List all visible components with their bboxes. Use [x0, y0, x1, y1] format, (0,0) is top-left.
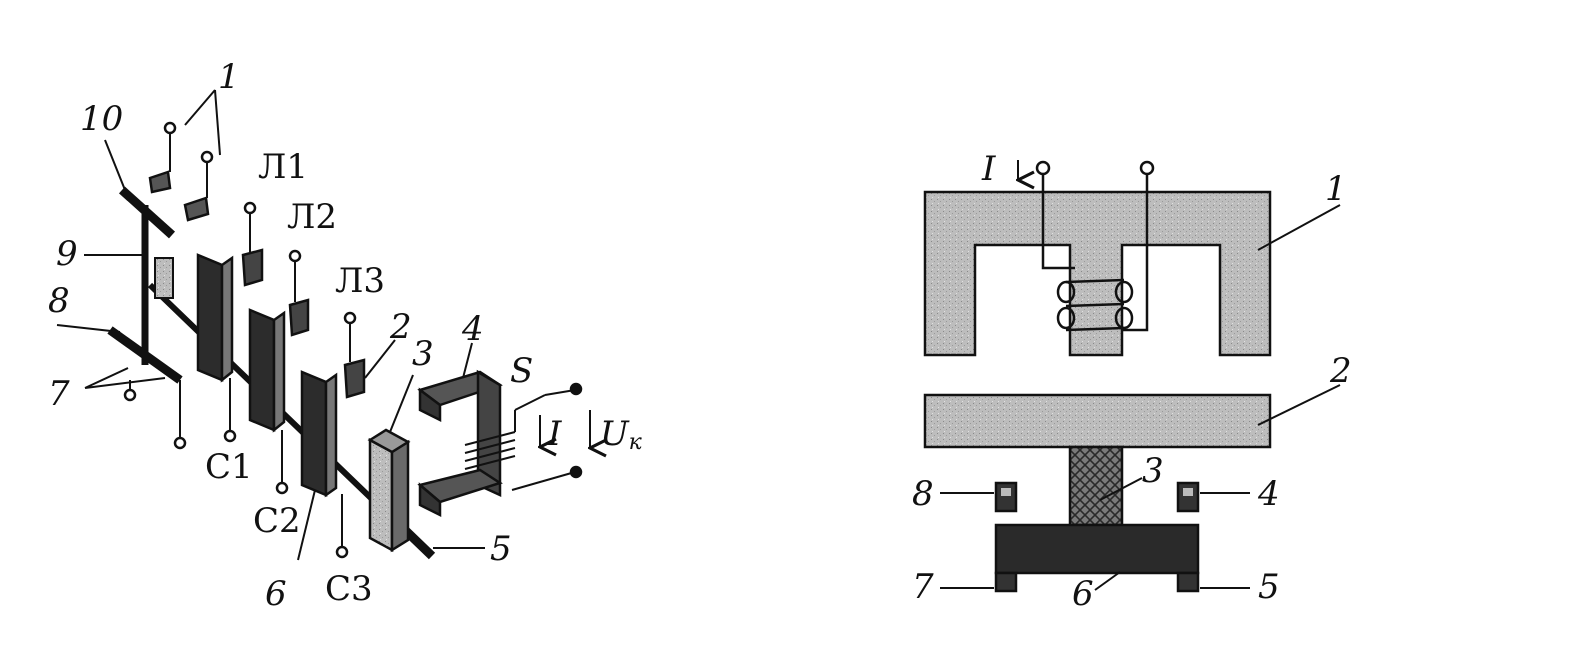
- callout-10: 10: [80, 99, 123, 139]
- callout-r6: 6: [1072, 574, 1094, 614]
- lower-bar: [107, 326, 183, 384]
- callout-8: 8: [48, 281, 70, 321]
- left-exploded-diagram: [56, 89, 590, 561]
- callout-r4: 4: [1257, 474, 1280, 514]
- current-label: I: [981, 149, 996, 189]
- callout-7: 7: [48, 374, 70, 414]
- contact-label-l1: Л1: [258, 147, 308, 187]
- plate-2: [248, 308, 276, 432]
- contact-l2-block: [288, 298, 310, 337]
- callout-r2: 2: [1329, 351, 1352, 391]
- insulating-rod: [1068, 445, 1124, 527]
- callout-9: 9: [56, 234, 78, 274]
- coil-loops: [1056, 278, 1134, 332]
- top-contact-a: [148, 170, 172, 194]
- winding-in: [1041, 172, 1075, 270]
- plate-1: [196, 253, 224, 382]
- contact-label-s2: С2: [253, 501, 301, 541]
- plate-3: [300, 370, 328, 497]
- callout-3: 3: [412, 334, 434, 374]
- top-contact-b: [183, 196, 210, 222]
- callout-r3: 3: [1142, 451, 1164, 491]
- coil-current-label: I: [547, 414, 562, 454]
- callout-r7: 7: [912, 567, 934, 607]
- callout-r5: 5: [1258, 567, 1280, 607]
- callout-1: 1: [218, 57, 240, 97]
- armature-bar: [923, 393, 1272, 449]
- contact-l3-block: [343, 358, 366, 399]
- lever-block: [154, 257, 174, 299]
- coil-voltage-label: Uк: [600, 414, 643, 455]
- shaft-end: [401, 526, 436, 560]
- winding-out: [1122, 172, 1149, 332]
- core-upper-face: [418, 387, 442, 423]
- callout-2: 2: [389, 307, 412, 347]
- contact-l1-block: [241, 248, 264, 287]
- callout-4: 4: [461, 309, 484, 349]
- armature-side: [390, 439, 410, 553]
- right-labels: I 1 2 3 8 4 7 6 5: [912, 149, 1352, 614]
- callout-6: 6: [265, 574, 287, 614]
- fixed-contact-8: [994, 481, 1018, 513]
- right-section-diagram: [923, 160, 1341, 593]
- contact-label-s1: С1: [205, 447, 253, 487]
- callout-5: 5: [490, 529, 512, 569]
- upper-bar: [118, 186, 176, 239]
- armature-front: [368, 437, 394, 553]
- contact-label-l2: Л2: [287, 197, 337, 237]
- plate-1-side: [220, 255, 234, 383]
- switch-s: [514, 394, 546, 411]
- fixed-contact-4: [1176, 481, 1200, 513]
- e-core: [923, 190, 1272, 357]
- contact-bridge: [994, 523, 1200, 575]
- callout-r1: 1: [1325, 169, 1347, 209]
- contact-label-s3: С3: [325, 569, 373, 609]
- coil-switch-label: S: [510, 351, 533, 391]
- coil-windings: [464, 431, 516, 470]
- left-labels: 1 10 9 8 7 Л1 Л2 Л3 2 3 4 S I Uк С1 С2 6…: [48, 57, 643, 614]
- callout-r8: 8: [912, 474, 934, 514]
- contact-label-l3: Л3: [335, 261, 385, 301]
- armature-top: [367, 428, 411, 454]
